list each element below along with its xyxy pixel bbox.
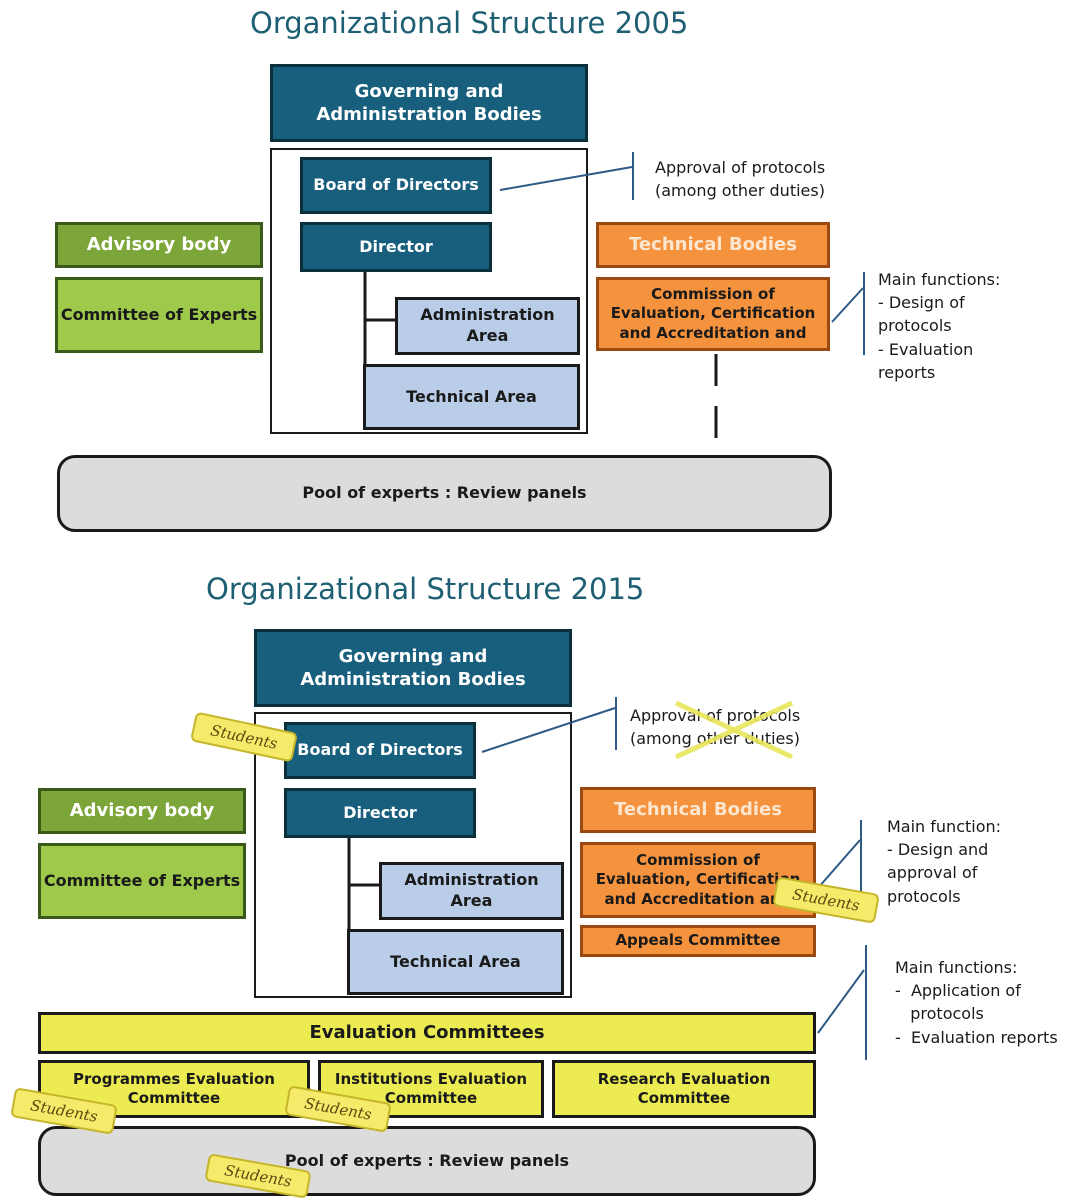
commission-2005: Commission of Evaluation, Certification …	[596, 277, 830, 351]
appeals-committee-2015: Appeals Committee	[580, 925, 816, 957]
strike-mark-b	[674, 700, 794, 760]
evaluation-committees-2015: Evaluation Committees	[38, 1012, 816, 1054]
note-board-2005: Approval of protocols (among other dutie…	[655, 158, 826, 201]
callout-commission-2015	[817, 839, 861, 889]
administration-area-2005: Administration Area	[395, 297, 580, 355]
advisory-body-2005: Advisory body	[55, 222, 263, 268]
title-2015: Organizational Structure 2015	[206, 572, 645, 606]
director-2005: Director	[300, 222, 492, 272]
institutions-evaluation-committee: Institutions Evaluation Committee	[318, 1060, 544, 1118]
research-evaluation-committee: Research Evaluation Committee	[552, 1060, 816, 1118]
callout-evaluation-2015	[817, 969, 865, 1034]
director-2015: Director	[284, 788, 476, 838]
note-commission-2005: Main functions: - Design of protocols - …	[878, 270, 1001, 382]
title-2005: Organizational Structure 2005	[250, 6, 689, 40]
board-of-directors-2005: Board of Directors	[300, 157, 492, 214]
pool-of-experts-2005: Pool of experts : Review panels	[57, 455, 832, 532]
callout-board-2005	[499, 166, 633, 191]
technical-area-2005: Technical Area	[363, 364, 580, 430]
technical-bodies-2005: Technical Bodies	[596, 222, 830, 268]
board-of-directors-2015: Board of Directors	[284, 722, 476, 779]
management-frame-2005	[270, 148, 588, 434]
technical-bodies-2015: Technical Bodies	[580, 787, 816, 833]
committee-of-experts-2015: Committee of Experts	[38, 843, 246, 919]
administration-area-2015: Administration Area	[379, 862, 564, 920]
governing-bodies-2015: Governing and Administration Bodies	[254, 629, 572, 707]
technical-area-2015: Technical Area	[347, 929, 564, 995]
governing-bodies-2005: Governing and Administration Bodies	[270, 64, 588, 142]
advisory-body-2015: Advisory body	[38, 788, 246, 834]
callout-commission-2005	[831, 287, 864, 323]
callout-board-2015	[481, 707, 616, 753]
committee-of-experts-2005: Committee of Experts	[55, 277, 263, 353]
pool-of-experts-2015: Pool of experts : Review panels	[38, 1126, 816, 1196]
note-commission-2015: Main function: - Design and approval of …	[887, 817, 1002, 906]
management-frame-2015	[254, 712, 572, 998]
note-evaluation-2015: Main functions: - Application of protoco…	[895, 958, 1058, 1047]
